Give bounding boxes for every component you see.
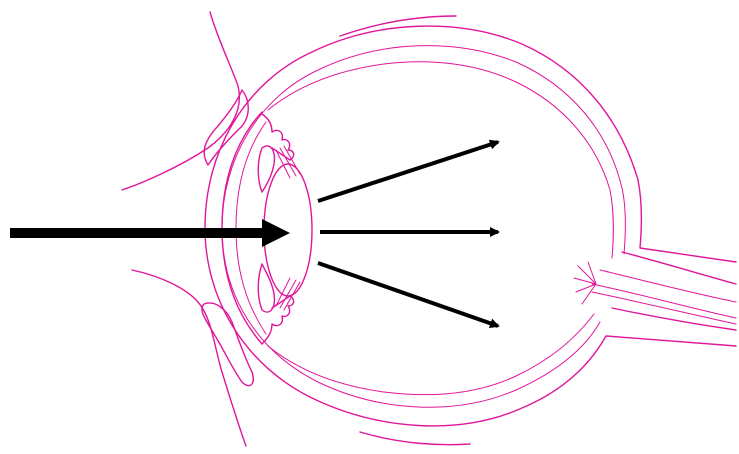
optic-nerve-bottom <box>612 308 736 330</box>
choroid-upper <box>222 46 625 254</box>
iris-upper <box>258 146 274 192</box>
upper-eyelid-fold <box>204 90 248 165</box>
lower-eyelid-outline <box>132 270 246 446</box>
optic-nerve-inner-1 <box>592 284 736 318</box>
refracted-ray-upper <box>318 142 498 201</box>
sclera-outer <box>205 26 736 262</box>
optic-nerve-inner-3 <box>600 270 736 302</box>
choroid-lower <box>222 228 600 407</box>
retina-lower <box>268 314 594 395</box>
lower-wall-fragment <box>360 432 470 445</box>
iris-lower <box>258 264 274 312</box>
optic-disc-vessels <box>574 262 596 304</box>
upper-eyelid-outline <box>122 12 239 190</box>
light-rays <box>10 142 498 326</box>
incoming-light-arrowhead <box>262 219 290 247</box>
sclera-outer-lower <box>205 228 736 426</box>
refracted-ray-lower <box>318 263 498 326</box>
